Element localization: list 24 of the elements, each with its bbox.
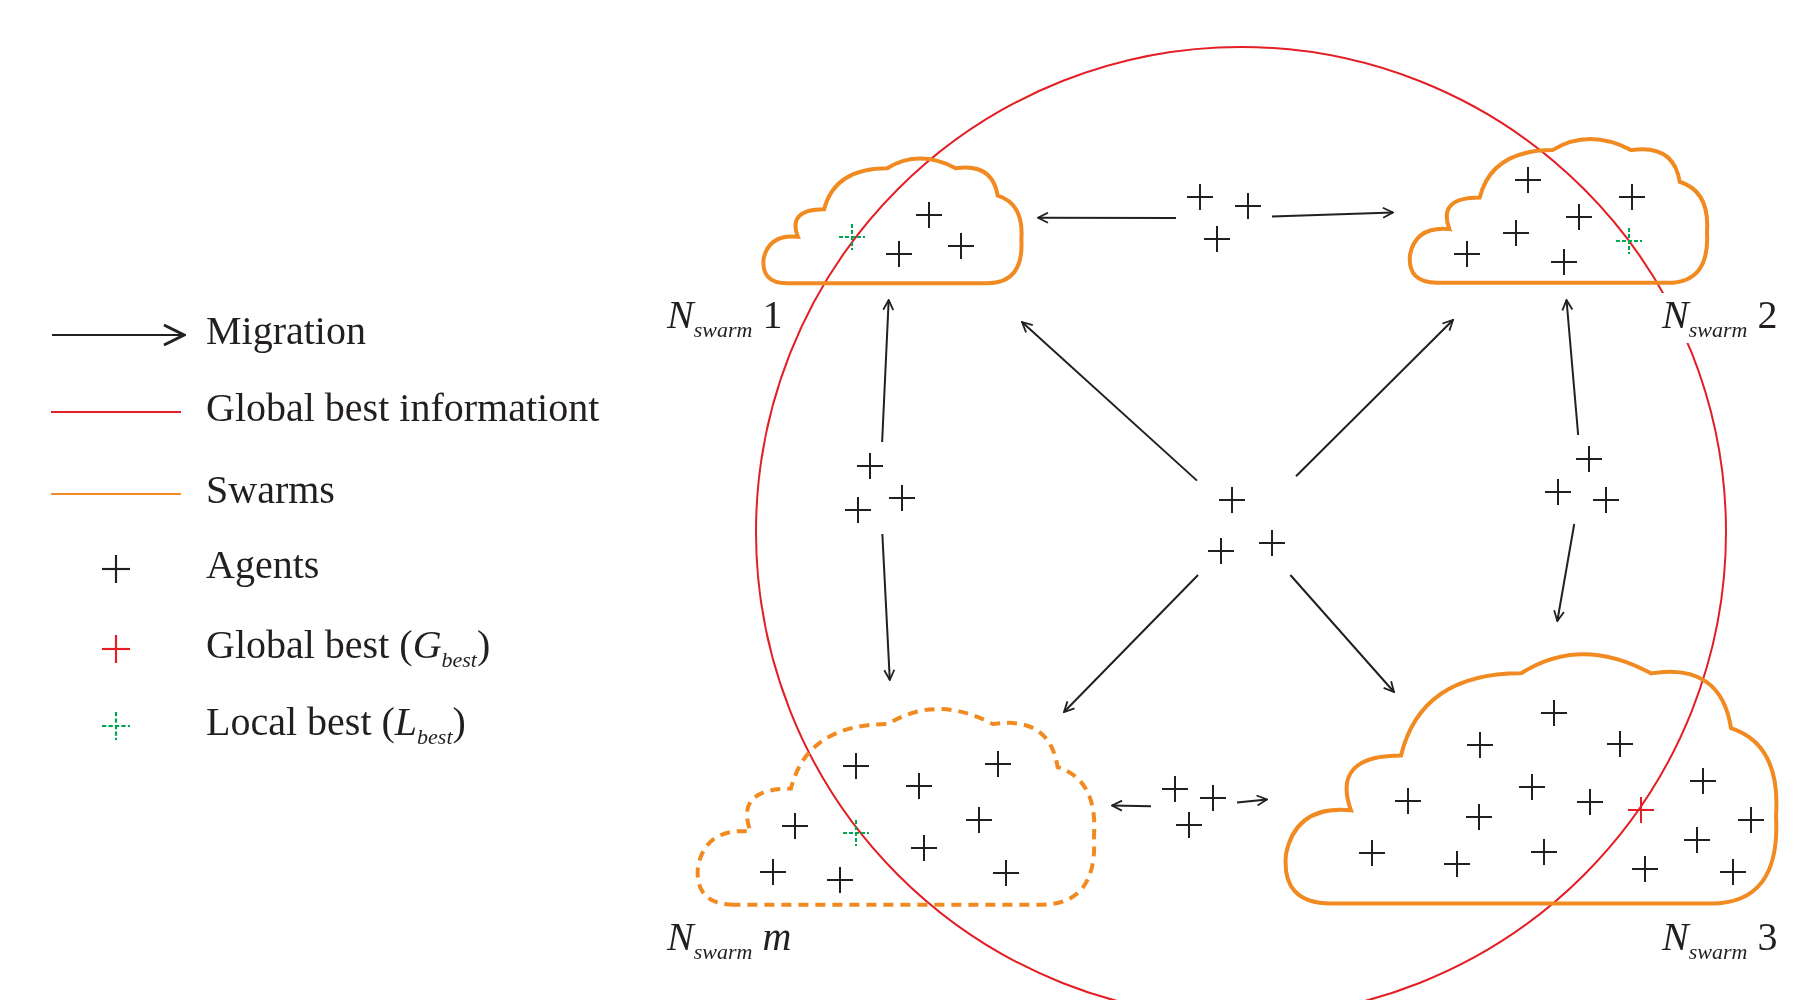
migration-arrow	[1021, 321, 1198, 482]
migration-arrow	[1063, 574, 1200, 713]
migration-arrow	[1295, 319, 1454, 478]
migration-arrow	[881, 533, 896, 681]
legend-label: Global best informationt	[206, 388, 600, 428]
migration-arrow	[1553, 523, 1576, 622]
swarm-label: N$_{swarm}$ 2	[1662, 293, 1778, 343]
legend-label: Global best (G$_{best}$)	[206, 625, 491, 671]
agent-group	[1205, 484, 1288, 567]
migration-arrow	[881, 299, 895, 443]
agent-group	[842, 450, 918, 526]
agent-group	[1159, 773, 1229, 841]
migration-arrow	[1561, 299, 1580, 436]
legend-label: Swarms	[206, 470, 335, 510]
legend-label: Migration	[206, 311, 366, 351]
agent-group	[1542, 443, 1622, 516]
legend-label: Local best (L$_{best}$)	[206, 702, 466, 748]
migration-arrow	[1289, 574, 1395, 693]
migration-arrow	[1037, 211, 1177, 224]
legend-label: Agents	[206, 545, 320, 585]
agent-group	[1184, 181, 1264, 255]
migration-arrow	[1111, 799, 1152, 812]
migration-arrow	[1271, 206, 1394, 219]
migration-arrow	[1236, 794, 1268, 807]
